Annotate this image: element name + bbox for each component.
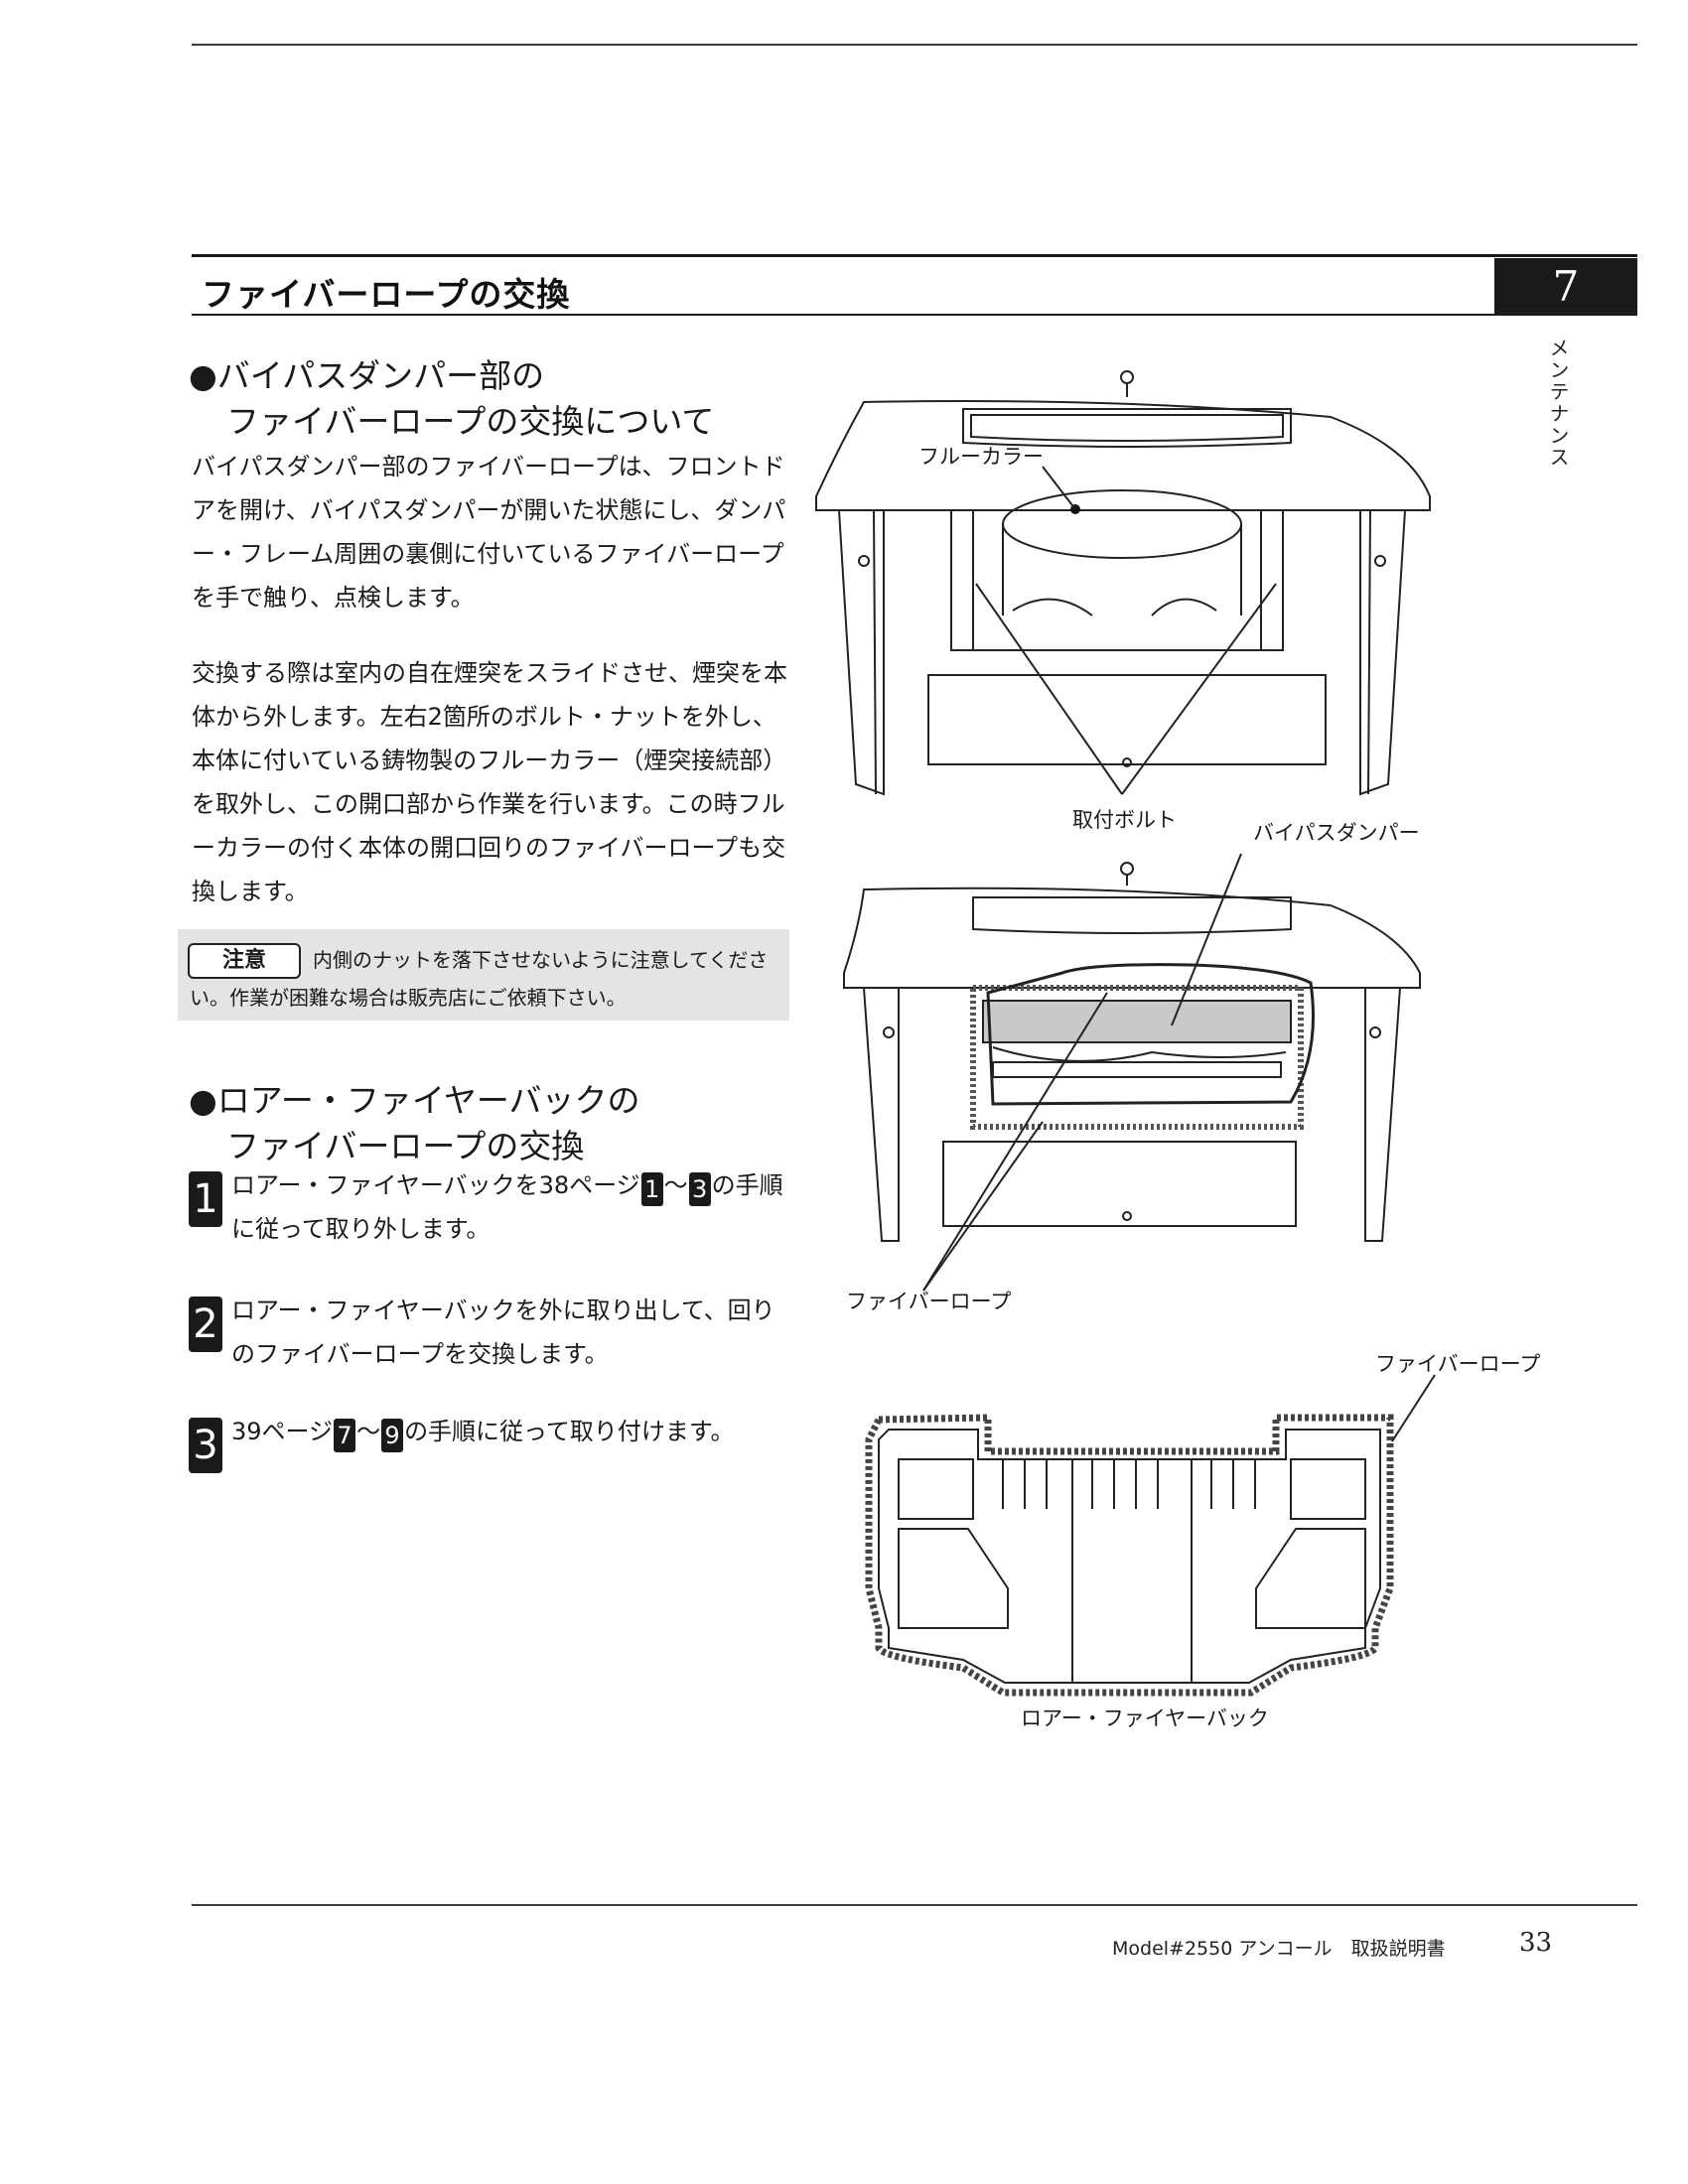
- step-ref-end: 9: [381, 1419, 404, 1452]
- step-text-pre: 39ページ: [231, 1418, 334, 1445]
- chapter-side-label: メンテナンス: [1546, 338, 1570, 469]
- lower-heading-line2: ファイバーロープの交換: [226, 1127, 585, 1165]
- page-number: 33: [1519, 1928, 1553, 1958]
- stove-top-figure-2: [843, 862, 1421, 1242]
- footer-rule: [192, 1904, 1637, 1906]
- footer-manual-title: Model#2550 アンコール 取扱説明書: [1112, 1938, 1446, 1960]
- top-rule: [192, 44, 1637, 46]
- bypass-heading-line1: ●バイパスダンパー部の: [189, 356, 545, 395]
- fiber-rope-leader-c: [1391, 1374, 1436, 1442]
- section-title: ファイバーロープの交換: [202, 275, 571, 314]
- stove-top-figure-1: [815, 370, 1431, 796]
- bypass-heading: ●バイパスダンパー部の ファイバーロープの交換について: [189, 353, 714, 445]
- lower-fireback-figure: [865, 1414, 1394, 1697]
- bypass-paragraph-1: バイパスダンパー部のファイバーロープは、フロントドアを開け、バイパスダンパーが開…: [192, 453, 786, 612]
- fiber-rope-leader-a: [922, 992, 1108, 1292]
- bypass-heading-line2: ファイバーロープの交換について: [226, 402, 715, 441]
- bolt-leader-right: [1121, 583, 1277, 795]
- fiber-rope-leader-b: [922, 1121, 1044, 1292]
- lower-heading: ●ロアー・ファイヤーバックの ファイバーロープの交換: [189, 1078, 640, 1169]
- flue-collar-label: フルーカラー: [918, 445, 1044, 469]
- step-ref-start: 1: [640, 1172, 663, 1206]
- step-text-post: の手順に従って取り付けます。: [404, 1418, 735, 1445]
- step-text: ロアー・ファイヤーバックを外に取り出して、回りのファイバーロープを交換します。: [231, 1297, 775, 1368]
- step-ref-separator: 〜: [356, 1418, 381, 1445]
- step-text-post: の手順に従って取り外します。: [231, 1171, 783, 1243]
- lower-fireback-label: ロアー・ファイヤーバック: [1021, 1706, 1269, 1730]
- step-ref-separator: 〜: [663, 1171, 688, 1199]
- lower-heading-line1: ●ロアー・ファイヤーバックの: [189, 1081, 640, 1120]
- chapter-number: 7: [1494, 258, 1637, 316]
- step-text-pre: ロアー・ファイヤーバックを38ページ: [231, 1171, 640, 1199]
- flue-collar-leader: [1042, 466, 1076, 510]
- bypass-damper-leader: [1171, 853, 1242, 1026]
- fiber-rope-label-2: ファイバーロープ: [1375, 1352, 1541, 1376]
- bypass-paragraph-2: 交換する際は室内の自在煙突をスライドさせ、煙突を本体から外します。左右2箇所のボ…: [192, 659, 787, 905]
- step-number: 3: [189, 1418, 222, 1473]
- section-underline: [192, 314, 1494, 316]
- mounting-bolt-label: 取付ボルト: [1072, 808, 1177, 832]
- fiber-rope-label-1: ファイバーロープ: [846, 1290, 1012, 1313]
- caution-box: 内側のナットを落下させないように注意してください。作業が困難な場合は販売店にご依…: [178, 929, 789, 1021]
- caution-text: 内側のナットを落下させないように注意してください。作業が困難な場合は販売店にご依…: [190, 948, 769, 1010]
- bypass-damper-label: バイパスダンパー: [1253, 821, 1420, 845]
- step-ref-start: 7: [334, 1419, 356, 1452]
- section-rule: [192, 254, 1637, 257]
- caution-label: 注意: [188, 943, 301, 979]
- step-number: 1: [189, 1171, 222, 1227]
- bolt-leader-left: [975, 583, 1123, 795]
- step-ref-end: 3: [688, 1172, 711, 1206]
- step-number: 2: [189, 1297, 222, 1352]
